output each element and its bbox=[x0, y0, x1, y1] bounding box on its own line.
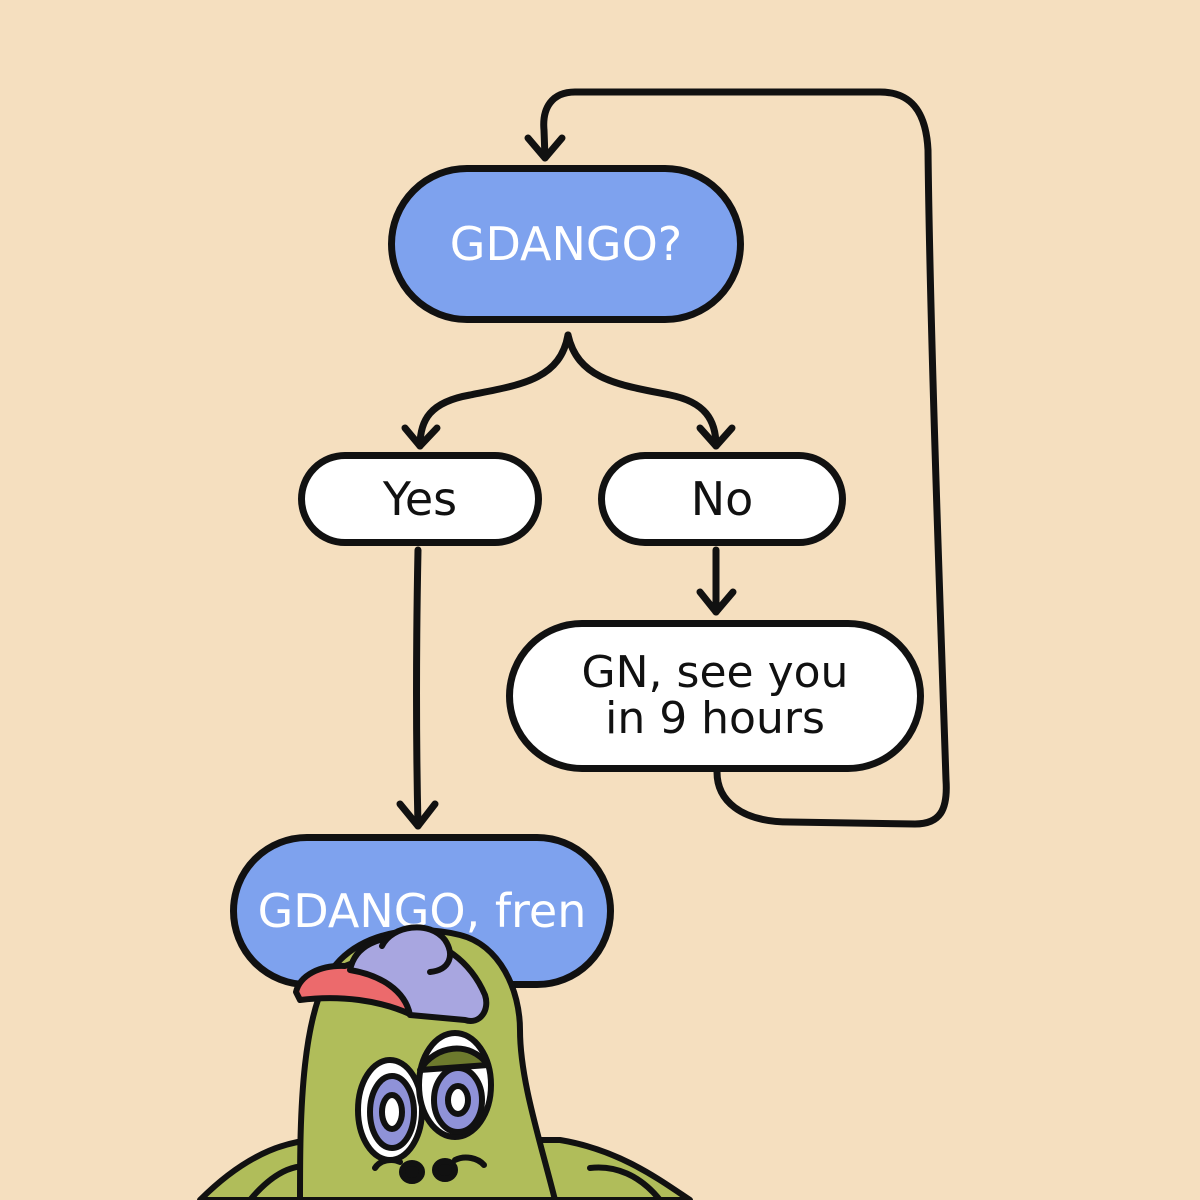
edge-question-yes bbox=[416, 331, 572, 450]
node-no-label: No bbox=[690, 471, 754, 526]
node-yes-label: Yes bbox=[382, 471, 458, 526]
node-gn-see-you-label: GN, see you in 9 hours bbox=[581, 646, 849, 744]
node-gdango-question: GDANGO? bbox=[388, 165, 744, 323]
node-gdango-question-label: GDANGO? bbox=[449, 216, 683, 271]
edge-gn-question-loop bbox=[540, 88, 950, 828]
edge-question-no bbox=[564, 331, 720, 450]
edge-yes-fren bbox=[413, 546, 422, 830]
node-yes: Yes bbox=[298, 452, 542, 546]
node-gn-see-you: GN, see you in 9 hours bbox=[506, 620, 924, 772]
node-no: No bbox=[598, 452, 846, 546]
